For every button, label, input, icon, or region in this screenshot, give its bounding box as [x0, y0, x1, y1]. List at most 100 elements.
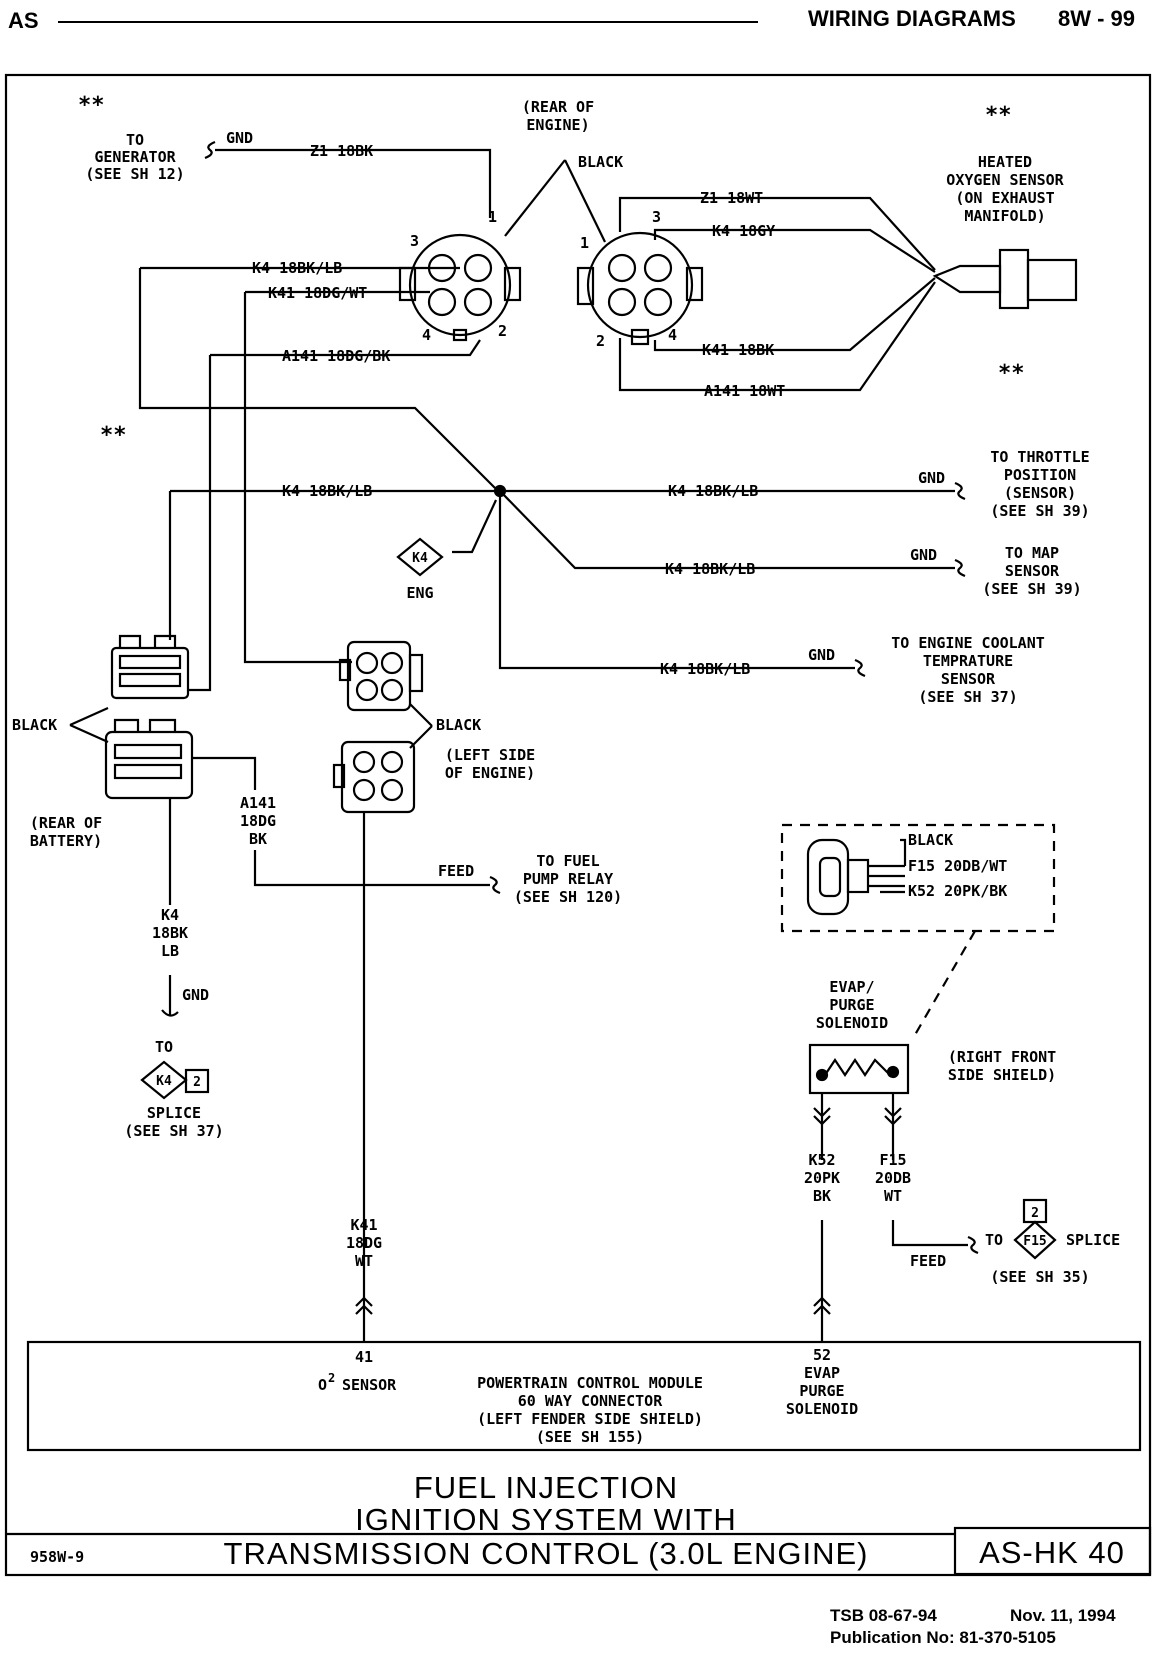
gnd-squiggle-coolant — [854, 658, 866, 678]
map-l1: TO MAP — [1005, 544, 1059, 562]
f15-splice-id: F15 — [1023, 1234, 1046, 1249]
k41-down-l2: 18DG — [346, 1234, 382, 1252]
evap-connector-dashed-box — [780, 823, 1056, 933]
wire-k4-sensor — [653, 228, 936, 273]
pcm-title1: POWERTRAIN CONTROL MODULE — [477, 1374, 703, 1392]
wire-k41-down — [243, 292, 352, 664]
battery-connector-top — [110, 646, 190, 700]
map-l3: (SEE SH 39) — [982, 580, 1081, 598]
header-section: WIRING DIAGRAMS — [808, 6, 1016, 31]
oxygen-sensor-l4: MANIFOLD) — [964, 207, 1045, 225]
f15-feed: FEED — [910, 1252, 946, 1270]
f15-splice-diamond — [1013, 1220, 1057, 1260]
f15-l3: WT — [884, 1187, 902, 1205]
coolant-l4: (SEE SH 37) — [918, 688, 1017, 706]
evap-connector — [806, 838, 850, 916]
coolant-gnd: GND — [808, 646, 835, 664]
wire-label-z1-18wt: Z1 18WT — [700, 189, 763, 207]
rear-connector — [408, 233, 512, 337]
footer-date: Nov. 11, 1994 — [1010, 1606, 1116, 1625]
evap-side-l1: (RIGHT FRONT — [948, 1048, 1056, 1066]
rear-connector-color: BLACK — [578, 153, 623, 171]
k41-down-l1: K41 — [350, 1216, 377, 1234]
k4-down-l3: LB — [161, 942, 179, 960]
feed-squiggle-f15 — [967, 1235, 979, 1255]
wire-a141-sensor — [618, 281, 936, 392]
evap-solenoid — [808, 1043, 910, 1095]
k4-down-l2: 18BK — [152, 924, 188, 942]
pcm-pin41-name: SENSOR — [342, 1376, 397, 1394]
sensor-pin-1: 1 — [580, 234, 589, 252]
diagram-frame — [4, 73, 1152, 1577]
gnd-squiggle-generator — [204, 140, 216, 160]
chevron-f15 — [884, 1107, 902, 1126]
fuel-pump-l2: PUMP RELAY — [523, 870, 613, 888]
sensor-pin-4: 4 — [668, 326, 677, 344]
pcm-title2: 60 WAY CONNECTOR — [518, 1392, 663, 1410]
wiring-diagram: ** ** ** ** TO GENERATOR (SEE SH 12) GND… — [4, 73, 1152, 1577]
code-box — [953, 1526, 1152, 1576]
wire-a141-fuel-pump — [253, 850, 490, 887]
star-mark-2: ** — [985, 103, 1012, 128]
generator-name: GENERATOR — [94, 148, 176, 166]
star-mark-1: ** — [78, 93, 105, 118]
footer-publication: Publication No: 81-370-5105 — [830, 1628, 1056, 1647]
oxygen-sensor-l1: HEATED — [978, 153, 1032, 171]
throttle-l2: POSITION — [1004, 466, 1076, 484]
oxygen-sensor-hex — [998, 248, 1030, 310]
battery-connector-l2: BATTERY) — [30, 832, 102, 850]
wire-label-k41-18bk: K41 18BK — [702, 341, 774, 359]
rear-connector-note2: ENGINE) — [526, 116, 589, 134]
map-l2: SENSOR — [1005, 562, 1060, 580]
title-line2: IGNITION SYSTEM WITH — [355, 1502, 737, 1537]
k52-l2: 20PK — [804, 1169, 840, 1187]
evap-l3: SOLENOID — [816, 1014, 888, 1032]
k52-l1: K52 — [808, 1151, 835, 1169]
header-page: 8W - 99 — [1058, 6, 1136, 31]
black-arrow-rear — [504, 159, 566, 237]
star-mark-3: ** — [998, 361, 1025, 386]
evap-l2: PURGE — [829, 996, 874, 1014]
f15-splice-num: 2 — [1031, 1206, 1039, 1221]
pcm-pin41-prefix: O — [318, 1376, 327, 1394]
fuel-pump-l1: TO FUEL — [536, 852, 599, 870]
left-engine-connector-l2: OF ENGINE) — [445, 764, 535, 782]
pcm-box — [26, 1340, 1142, 1452]
coolant-l2: TEMPRATURE — [923, 652, 1013, 670]
star-mark-4: ** — [100, 423, 127, 448]
wire-label-k4-map: K4 18BK/LB — [665, 560, 755, 578]
rear-pin-2: 2 — [498, 322, 507, 340]
k4-splice-id: K4 — [156, 1074, 172, 1089]
left-engine-connector-l1: (LEFT SIDE — [445, 746, 535, 764]
sensor-connector — [586, 231, 694, 339]
evap-connector-k52: K52 20PK/BK — [908, 882, 1007, 900]
wire-f15-feed — [891, 1220, 968, 1247]
pcm-pin52-l3: SOLENOID — [786, 1400, 858, 1418]
battery-black-arrows — [69, 706, 109, 744]
gnd-squiggle-throttle — [954, 481, 966, 501]
header-rule — [58, 21, 758, 23]
sensor-pin-3: 3 — [652, 208, 661, 226]
k4-down-gnd: GND — [182, 986, 209, 1004]
coolant-l3: SENSOR — [941, 670, 996, 688]
k4-down-to: TO — [155, 1038, 173, 1056]
oxygen-sensor-body — [932, 264, 1002, 294]
k4-splice-diamond-eng — [396, 537, 444, 577]
throttle-gnd: GND — [918, 469, 945, 487]
k4-down-l1: K4 — [161, 906, 179, 924]
title-ref: 958W-9 — [30, 1548, 84, 1566]
wire-k4-loop — [138, 268, 496, 489]
throttle-l4: (SEE SH 39) — [990, 502, 1089, 520]
k4-splice-see: (SEE SH 37) — [124, 1122, 223, 1140]
evap-side-l2: SIDE SHIELD) — [948, 1066, 1056, 1084]
wire-label-k4-coolant: K4 18BK/LB — [660, 660, 750, 678]
rear-pin-1: 1 — [488, 208, 497, 226]
evap-l1: EVAP/ — [829, 978, 874, 996]
k41-down-l3: WT — [355, 1252, 373, 1270]
a141-label-l3: BK — [249, 830, 267, 848]
fuel-pump-l3: (SEE SH 120) — [514, 888, 622, 906]
pcm-title3: (LEFT FENDER SIDE SHIELD) — [477, 1410, 703, 1428]
generator-gnd: GND — [226, 129, 253, 147]
gnd-squiggle-k4 — [161, 1009, 179, 1017]
wire-label-z1-18bk: Z1 18BK — [310, 142, 373, 160]
